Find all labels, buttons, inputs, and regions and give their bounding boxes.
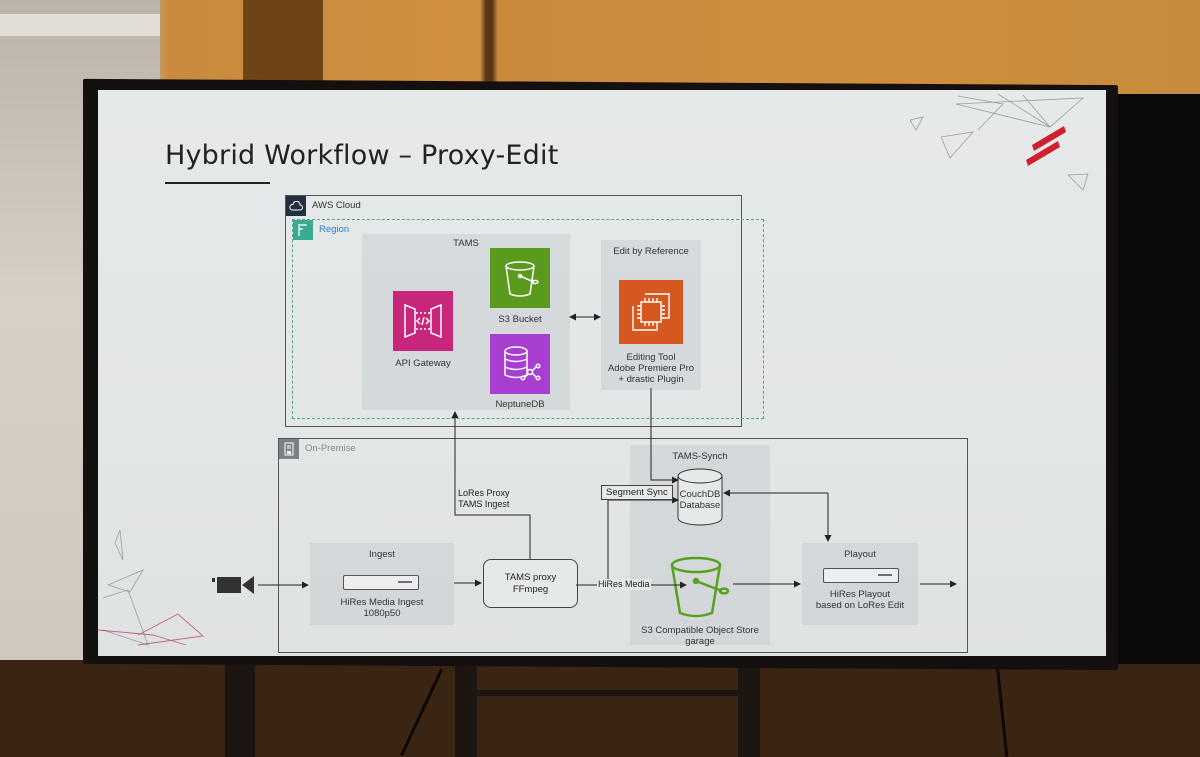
object-store-bucket-icon xyxy=(670,556,730,618)
s3-bucket-icon xyxy=(490,248,550,308)
playout-title: Playout xyxy=(844,549,876,560)
on-premise-group: On-Premise xyxy=(278,438,968,653)
ingest-device-icon xyxy=(343,575,419,590)
api-gateway-label: API Gateway xyxy=(395,358,451,369)
hires-media-label: HiRes Media xyxy=(597,579,651,590)
slide: Hybrid Workflow – Proxy-Edit AWS Cloud R… xyxy=(98,90,1106,656)
edit-by-reference-panel: Edit by Reference Editing Tool Adobe Pre… xyxy=(601,240,701,390)
api-gateway-icon xyxy=(393,291,453,351)
tams-synch-title: TAMS-Synch xyxy=(672,451,728,462)
playout-device-icon xyxy=(823,568,899,583)
tams-proxy-node: TAMS proxy FFmpeg xyxy=(483,559,578,608)
couchdb-database-icon xyxy=(677,468,723,526)
camera-icon xyxy=(212,576,254,594)
tv-stand-bar xyxy=(477,690,738,696)
tv-stand-leg xyxy=(455,640,477,757)
cloud-icon xyxy=(286,196,306,216)
ingest-label: HiRes Media Ingest 1080p50 xyxy=(340,597,424,619)
room-floor xyxy=(0,660,1200,757)
playout-label: HiRes Playout based on LoRes Edit xyxy=(815,589,905,611)
s3-bucket-label: S3 Bucket xyxy=(498,314,542,325)
aws-cloud-label: AWS Cloud xyxy=(312,200,361,211)
region-flag-icon xyxy=(293,220,313,240)
object-store-label: S3 Compatible Object Store garage xyxy=(641,625,759,647)
server-icon xyxy=(279,439,299,459)
couchdb-label: CouchDB Database xyxy=(679,489,721,511)
title-underline xyxy=(165,182,270,184)
aws-cloud-group: AWS Cloud Region TAMS API Gateway xyxy=(285,195,764,427)
tams-panel: TAMS API Gateway S3 Bucket xyxy=(362,234,570,410)
connector-lines xyxy=(258,313,957,589)
editing-tool-label: Editing Tool Adobe Premiere Pro + drasti… xyxy=(607,352,695,385)
neptune-db-label: NeptuneDB xyxy=(495,399,545,410)
segment-sync-label: Segment Sync xyxy=(601,485,673,500)
edit-by-reference-title: Edit by Reference xyxy=(613,246,689,257)
region-group: Region xyxy=(292,219,764,419)
region-label: Region xyxy=(319,224,350,235)
ingest-title: Ingest xyxy=(369,549,395,560)
second-monitor xyxy=(1110,94,1200,664)
on-premise-label: On-Premise xyxy=(305,443,356,454)
slide-title: Hybrid Workflow – Proxy-Edit xyxy=(165,140,559,171)
tams-synch-panel: TAMS-Synch CouchDB Database S3 Compatibl… xyxy=(630,445,770,647)
ec2-instance-icon xyxy=(619,280,683,344)
ingest-panel: Ingest HiRes Media Ingest 1080p50 xyxy=(310,543,454,625)
tv-stand-leg xyxy=(738,640,760,757)
decorative-polygons-icon xyxy=(98,93,1089,646)
tams-title: TAMS xyxy=(453,238,479,249)
lores-proxy-label: LoRes Proxy TAMS Ingest xyxy=(458,488,510,509)
neptune-db-icon xyxy=(490,334,550,394)
playout-panel: Playout HiRes Playout based on LoRes Edi… xyxy=(802,543,918,625)
